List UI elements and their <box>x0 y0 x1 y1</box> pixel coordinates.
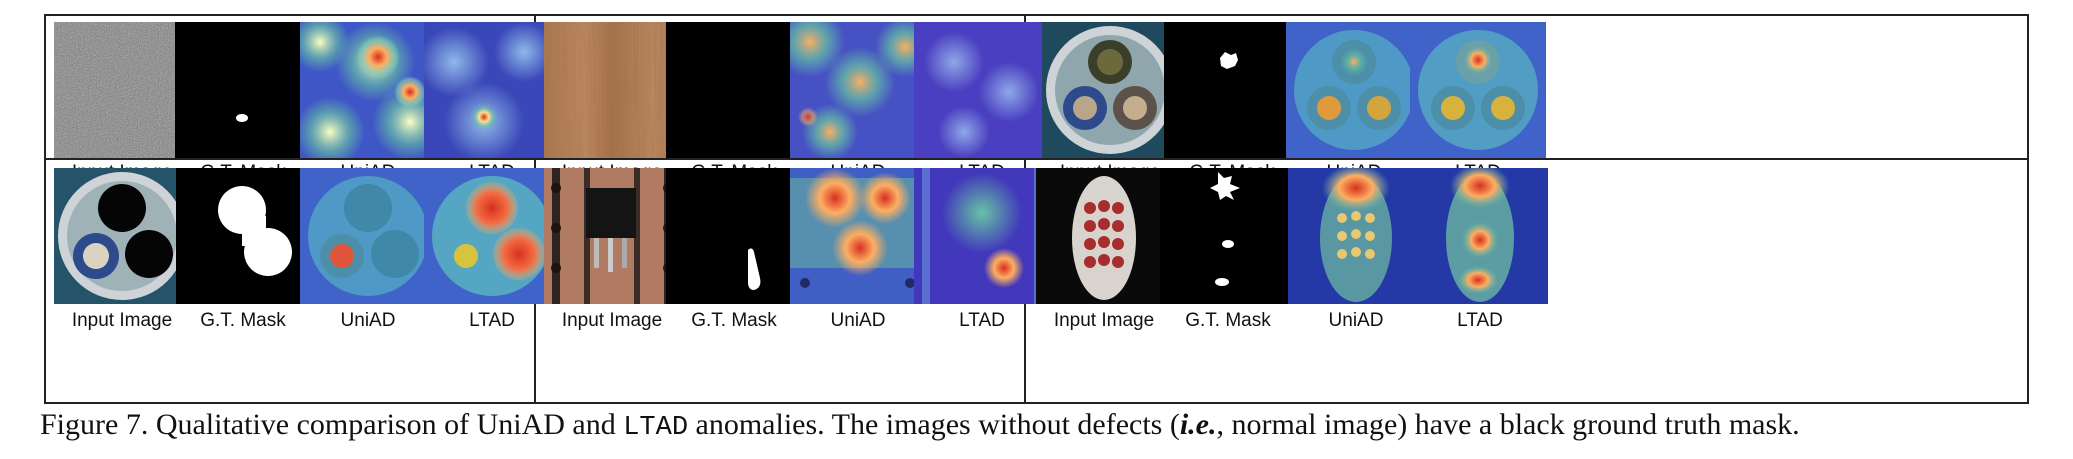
figure-caption: Figure 7. Qualitative comparison of UniA… <box>40 408 2040 443</box>
label-ltad: LTAD <box>1457 310 1503 331</box>
caption-prefix: Figure 7. Qualitative comparison of UniA… <box>40 408 624 441</box>
ltad-heatmap-transistor <box>914 168 1050 304</box>
ltad-heatmap-wood <box>914 22 1050 158</box>
ltad-heatmap-cable <box>1410 22 1546 158</box>
label-gt-mask: G.T. Mask <box>200 310 286 331</box>
gt-mask-toothbrush <box>1160 168 1296 304</box>
label-gt-mask: G.T. Mask <box>1185 310 1271 331</box>
label-uniad: UniAD <box>830 310 886 331</box>
ltad-heatmap-cable-defect <box>424 168 560 304</box>
input-image-wood <box>544 22 680 158</box>
uniad-heatmap-transistor <box>790 168 926 304</box>
caption-ie: i.e. <box>1179 408 1217 441</box>
uniad-heatmap-cable <box>1286 22 1422 158</box>
ltad-heatmap-toothbrush <box>1412 168 1548 304</box>
gt-mask-cable-defect <box>176 168 312 304</box>
label-input-image: Input Image <box>1053 310 1155 331</box>
ltad-heatmap-fabric <box>424 22 560 158</box>
input-image-cable-defect <box>54 168 190 304</box>
row-divider <box>46 158 2027 160</box>
gt-mask-fabric <box>175 22 311 158</box>
caption-suffix: , normal image) have a black ground trut… <box>1216 408 1800 441</box>
gt-mask-cable <box>1164 22 1300 158</box>
label-ltad: LTAD <box>469 310 515 331</box>
input-image-fabric <box>54 22 190 158</box>
caption-method: LTAD <box>623 413 689 443</box>
label-input-image: Input Image <box>561 310 663 331</box>
gt-mask-wood <box>666 22 802 158</box>
caption-middle: anomalies. The images without defects ( <box>688 408 1180 441</box>
figure-grid: Input Image G.T. Mask UniAD LTAD <box>44 14 2029 404</box>
input-image-transistor <box>544 168 680 304</box>
label-uniad: UniAD <box>1328 310 1384 331</box>
input-image-toothbrush <box>1036 168 1172 304</box>
uniad-heatmap-toothbrush <box>1288 168 1424 304</box>
label-input-image: Input Image <box>71 310 173 331</box>
uniad-heatmap-fabric <box>300 22 436 158</box>
label-gt-mask: G.T. Mask <box>691 310 777 331</box>
input-image-cable <box>1042 22 1178 158</box>
gt-mask-transistor <box>666 168 802 304</box>
uniad-heatmap-wood <box>790 22 926 158</box>
label-ltad: LTAD <box>959 310 1005 331</box>
uniad-heatmap-cable-defect <box>300 168 436 304</box>
label-uniad: UniAD <box>340 310 396 331</box>
